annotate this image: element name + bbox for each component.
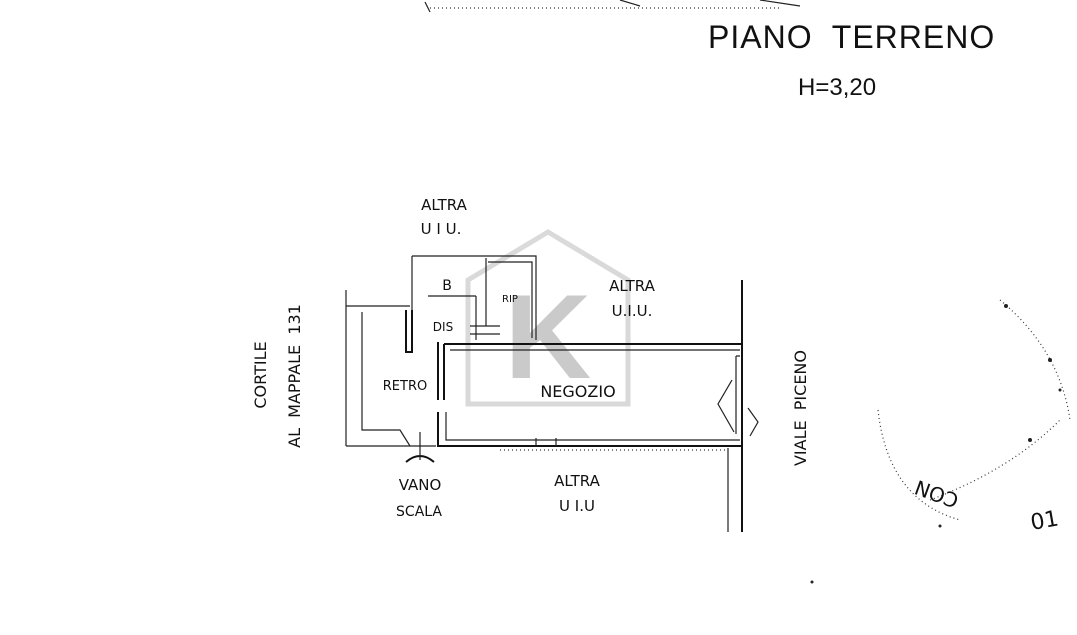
label-bagno: B [442, 278, 452, 294]
label-vano-line2: SCALA [396, 504, 442, 520]
floor-plan-walls [345, 255, 759, 532]
stamp-fragment: CON 01 [810, 299, 1071, 584]
stamp-text-01: 01 [1029, 506, 1061, 535]
label-negozio: NEGOZIO [540, 382, 615, 401]
label-ripostiglio: RIP [502, 294, 518, 305]
label-viale-piceno: VIALE PICENO [791, 350, 810, 466]
watermark-logo: K [465, 229, 631, 407]
label-cortile: CORTILE [251, 341, 270, 408]
label-altra-bottom-line2: U I.U [559, 497, 595, 515]
plan-title: PIANO TERRENO [708, 19, 995, 55]
watermark-letter: K [505, 270, 592, 404]
label-altra-right-line1: ALTRA [609, 277, 656, 295]
label-altra-top-line2: U I U. [421, 220, 462, 238]
label-mappale: AL MAPPALE 131 [285, 304, 304, 448]
floor-height: H=3,20 [798, 74, 876, 101]
label-altra-bottom-line1: ALTRA [554, 472, 601, 490]
label-altra-top-line1: ALTRA [421, 196, 468, 214]
stamp-text-con: CON [912, 475, 962, 513]
top-cropped-fragment [424, 0, 801, 13]
label-retro: RETRO [383, 379, 427, 394]
label-disimpegno: DIS [433, 320, 453, 334]
label-vano-line1: VANO [399, 476, 442, 494]
label-altra-right-line2: U.I.U. [612, 302, 653, 320]
